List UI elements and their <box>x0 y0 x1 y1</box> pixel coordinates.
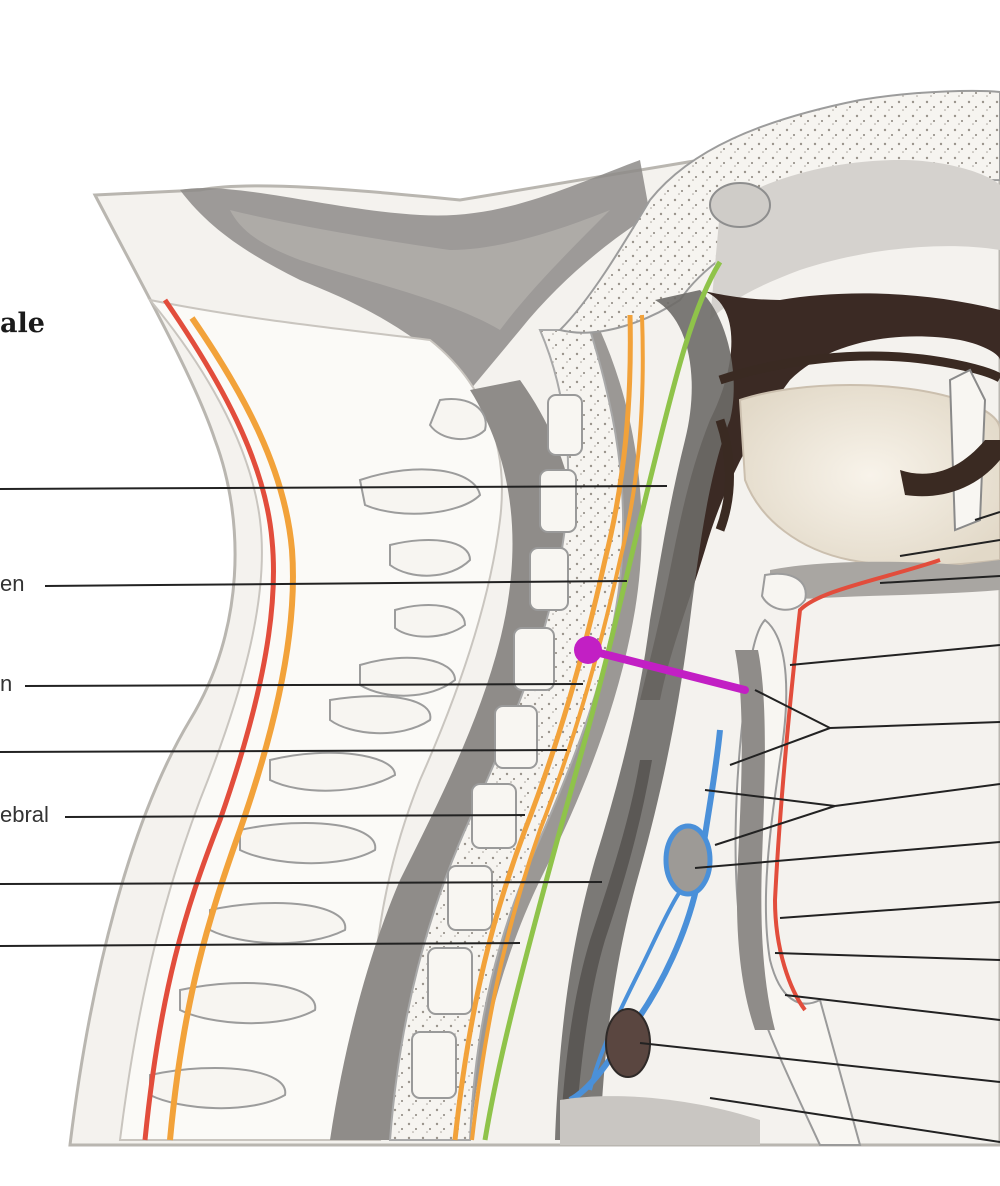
label-left-1: en <box>0 571 25 596</box>
superficial-fascia-red <box>142 298 276 1141</box>
superficial-fascia-orange <box>167 316 296 1141</box>
pretracheal-fascia-red <box>772 558 941 1012</box>
prevertebral-fascia-orange-2 <box>470 314 645 1141</box>
epiglottis-line <box>715 418 734 532</box>
clivus-cavity <box>710 160 1000 320</box>
leader-lines-right <box>639 511 1000 1143</box>
prevertebral-fascia-orange-1 <box>452 314 633 1141</box>
thyroid-gland <box>663 823 713 897</box>
figure-title-fragment: ale <box>0 308 45 339</box>
brachiocephalic-vein <box>605 1008 651 1078</box>
deep-muscle-band <box>330 380 578 1140</box>
anterior-jugular-vein <box>568 729 723 1103</box>
prevertebral-tissue <box>560 760 652 1140</box>
sphenoid-sinus <box>709 182 771 228</box>
label-left-3: ebral <box>0 802 49 827</box>
marker-dot-icon <box>574 636 602 664</box>
sternal-notch-shape <box>560 1096 760 1145</box>
spinous-processes <box>149 398 487 1110</box>
mandible <box>770 560 1000 599</box>
palate-outline <box>718 351 1000 385</box>
jaw-dark <box>900 440 1000 497</box>
occipital-highlight <box>230 210 610 330</box>
leader-lines-left <box>0 485 668 947</box>
magenta-marker-line <box>584 646 749 694</box>
hyoid-bone <box>760 572 807 611</box>
alar-fascia-green <box>482 260 723 1141</box>
esophagus <box>735 650 775 1030</box>
label-left-2: n <box>0 671 13 696</box>
